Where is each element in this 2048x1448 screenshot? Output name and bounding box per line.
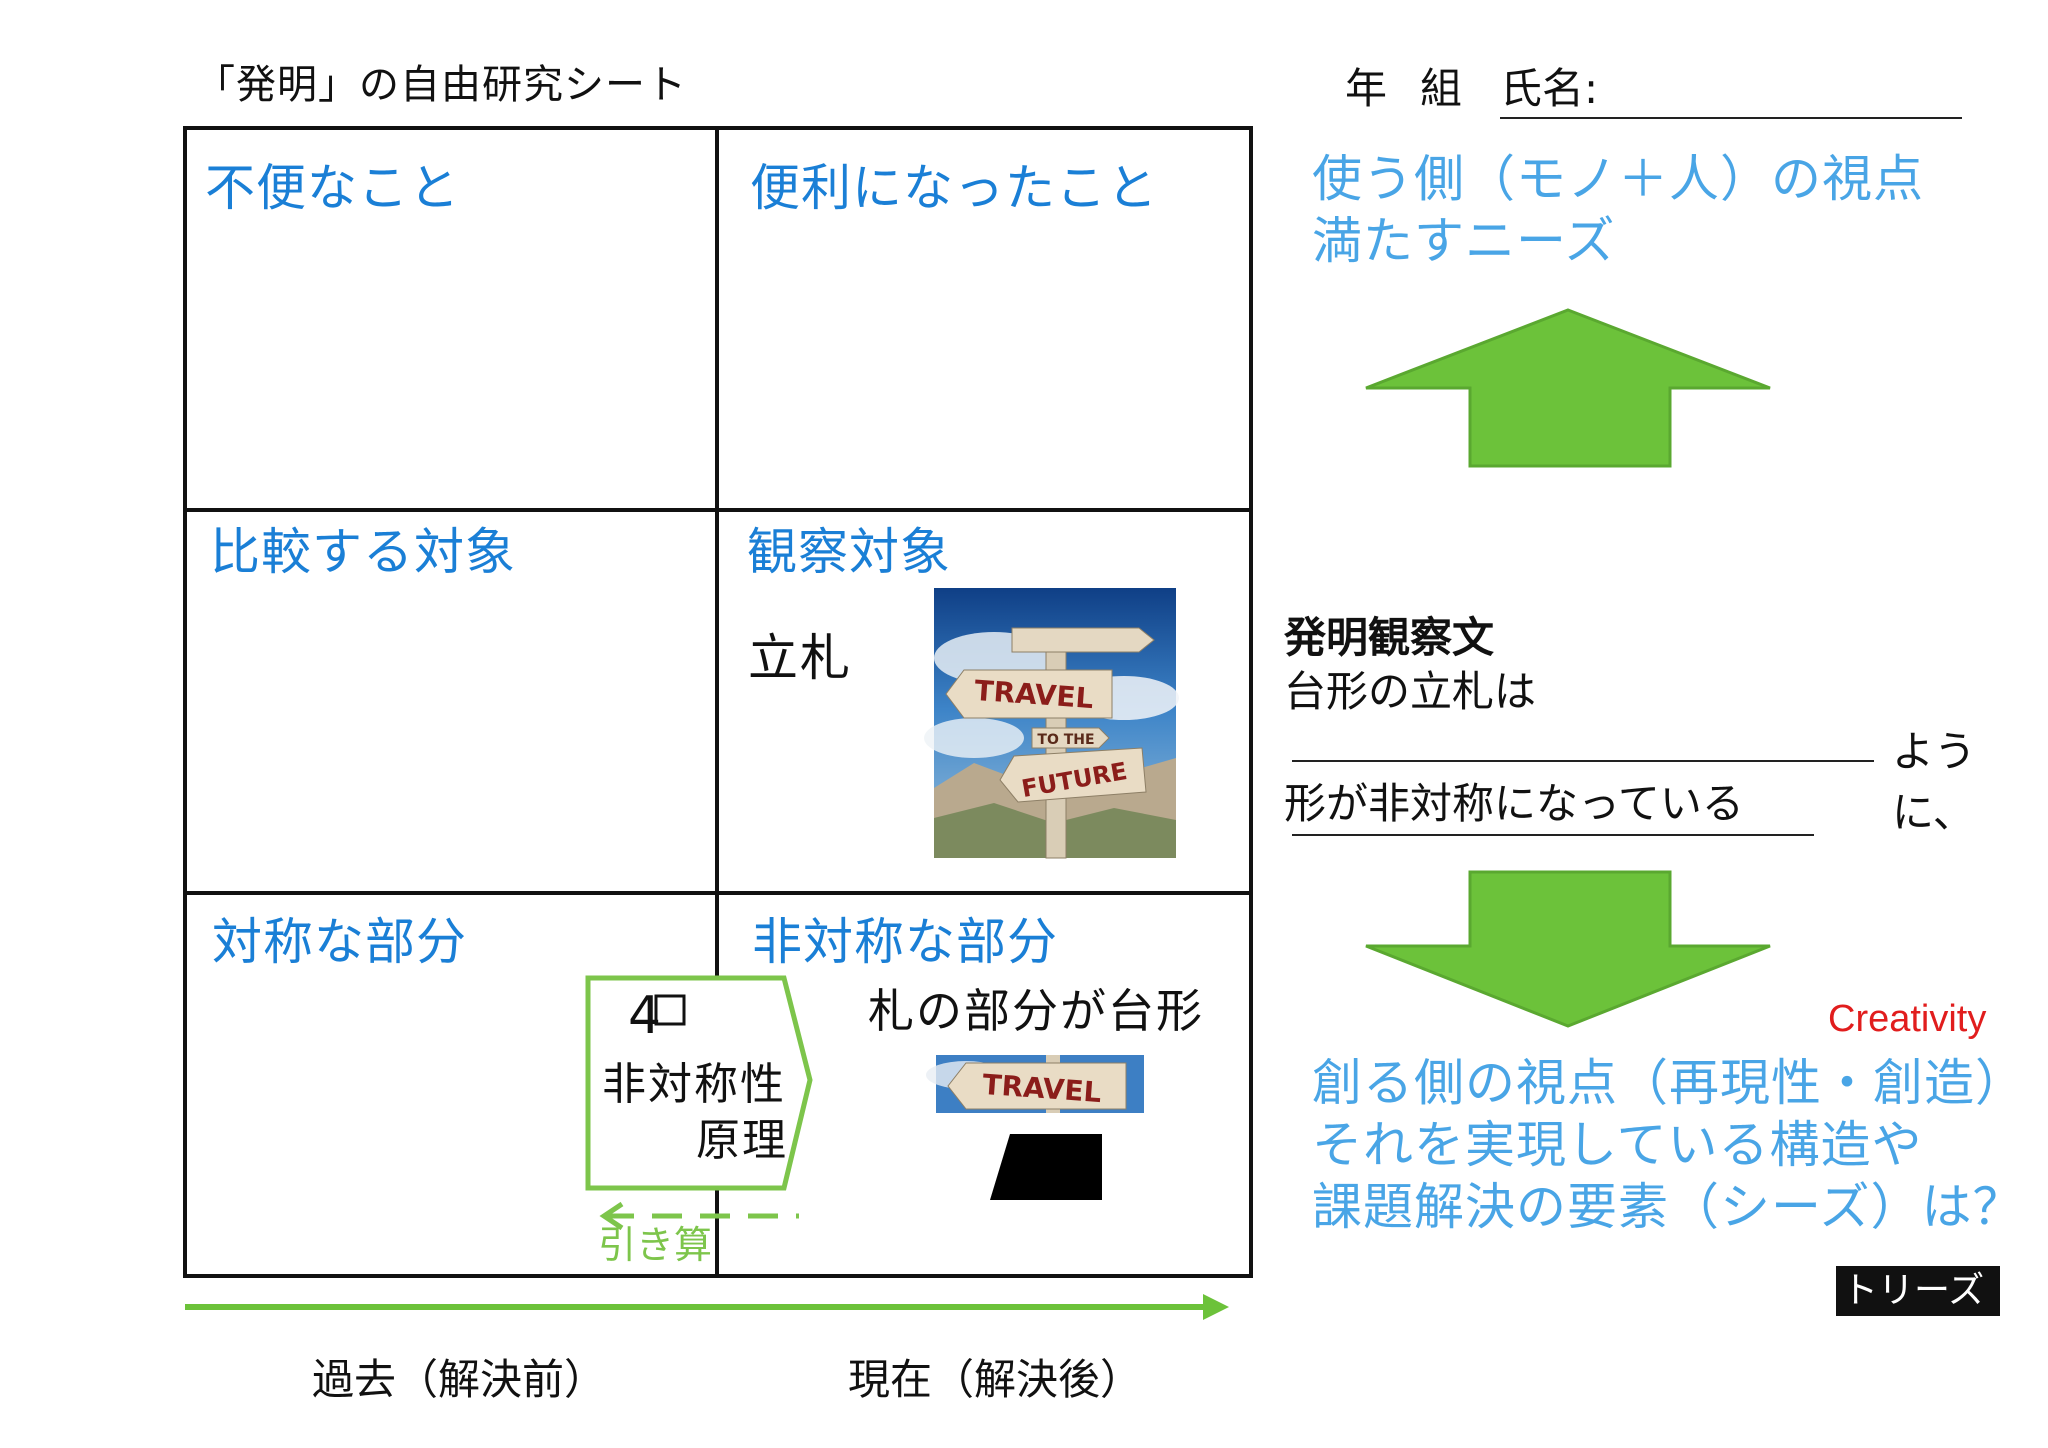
sign-board-travel <box>945 669 1113 719</box>
triz-badge: トリーズ <box>1836 1266 2000 1316</box>
user-view-line1: 使う側（モノ＋人）の視点 <box>1312 150 1924 208</box>
subtract-dashed-arrow <box>599 1201 799 1231</box>
class-label: 組 <box>1420 64 1463 113</box>
cell-title-compare-target: 比較する対象 <box>210 523 516 581</box>
arrow-up-icon <box>1365 308 1771 468</box>
sentence-suffix: ように、 <box>1892 727 1977 837</box>
name-label: 氏名: <box>1500 64 1599 113</box>
signpost-photo: TRAVEL TO THE FUTURE <box>924 588 1179 859</box>
timeline-past-label: 過去（解決前） <box>312 1355 607 1404</box>
grid-divider-row2 <box>183 891 1253 895</box>
sentence-blank-line <box>1292 760 1874 762</box>
sentence-line3-underline <box>1292 834 1814 836</box>
principle-box <box>585 975 813 1191</box>
sentence-line3: 形が非対称になっている <box>1284 779 1744 828</box>
sign-word-to-the: TO THE <box>1037 732 1094 748</box>
sign-board-future <box>999 747 1147 803</box>
principle-name-line2: 原理 <box>696 1115 788 1166</box>
principle-name-line1: 非対称性 <box>602 1059 786 1110</box>
sentence-heading: 発明観察文 <box>1284 613 1495 662</box>
cell-title-inconvenient: 不便なこと <box>205 159 460 217</box>
creator-view-line3: 課題解決の要素（シーズ）は？ <box>1312 1178 2024 1236</box>
arrow-down-icon <box>1365 870 1771 1028</box>
cell-title-symmetric-part: 対称な部分 <box>212 913 467 971</box>
subtract-label: 引き算 <box>598 1223 713 1267</box>
sentence-line1: 台形の立札は <box>1284 667 1537 716</box>
creator-view-line1: 創る側の視点（再現性・創造） <box>1312 1054 2026 1112</box>
trapezoid-shape <box>990 1134 1102 1200</box>
cell-title-convenient: 便利になったこと <box>750 159 1158 217</box>
principle-square-icon <box>654 994 686 1026</box>
sheet-title: 「発明」の自由研究シート <box>195 62 687 108</box>
cell-title-observe-target: 観察対象 <box>747 523 951 581</box>
timeline-arrow <box>185 1294 1229 1320</box>
travel-sign-crop: TRAVEL <box>926 1055 1144 1113</box>
timeline-present-label: 現在（解決後） <box>848 1355 1143 1404</box>
grid-divider-row1 <box>183 508 1253 512</box>
asymmetric-description: 札の部分が台形 <box>868 984 1204 1038</box>
creativity-label: Creativity <box>1828 998 1987 1040</box>
name-underline <box>1500 117 1962 119</box>
year-label: 年 <box>1345 64 1388 113</box>
grid-divider-vertical <box>715 126 719 1278</box>
observe-object-name: 立札 <box>748 629 852 687</box>
cell-title-asymmetric-part: 非対称な部分 <box>752 913 1058 971</box>
user-view-line2: 満たすニーズ <box>1312 212 1616 270</box>
creator-view-line2: それを実現している構造や <box>1312 1116 1923 1174</box>
